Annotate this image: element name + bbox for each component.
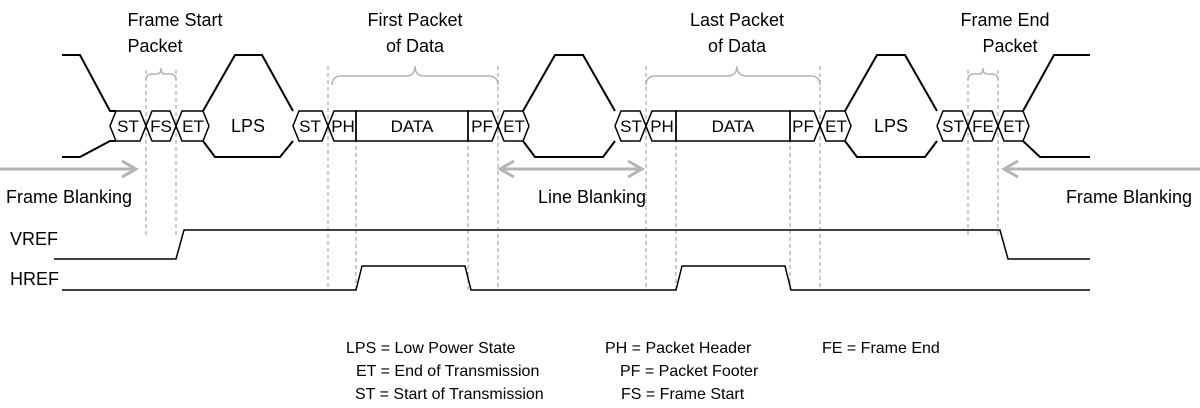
bus-left-upper — [62, 54, 116, 112]
href-label: HREF — [10, 269, 59, 289]
bus-right-lower — [1022, 140, 1090, 158]
brace-first-packet — [331, 65, 499, 86]
cell-st-2-shape — [292, 110, 329, 142]
legend-ph: PH = Packet Header — [605, 340, 752, 357]
last-packet-label-line2: of Data — [708, 36, 767, 56]
cell-ph-2-label: PH — [650, 117, 674, 136]
cell-pf-1-label: PF — [471, 117, 493, 136]
cell-et-3-label: ET — [825, 117, 847, 136]
cell-et-4-label: ET — [1003, 117, 1025, 136]
lps-2-upper — [522, 54, 616, 112]
bus-left-lower — [62, 140, 116, 158]
frame-start-label-line1: Frame Start — [127, 10, 222, 30]
first-packet-label-line1: First Packet — [367, 10, 462, 30]
frame-blanking-right-arrow — [1000, 159, 1200, 179]
cell-st-2-label: ST — [299, 117, 321, 136]
cell-st-shape — [109, 110, 147, 142]
cell-et-2-label: ET — [503, 117, 525, 136]
legend-et: ET = End of Transmission — [356, 363, 539, 380]
cell-st-4-label: ST — [942, 117, 964, 136]
legend-st: ST = Start of Transmission — [355, 386, 544, 403]
cell-fs-shape — [145, 110, 177, 142]
cell-data-2-label: DATA — [712, 117, 755, 136]
cell-st-4-shape — [936, 110, 969, 142]
frame-end-label-line2: Packet — [982, 36, 1037, 56]
lps-1-lower — [202, 140, 294, 158]
cell-et-label: ET — [182, 117, 204, 136]
cell-fe-shape — [967, 110, 999, 142]
lps-1-upper — [202, 54, 294, 112]
cell-ph-1-shape — [327, 110, 357, 142]
line-blanking-arrow — [496, 159, 646, 179]
lps-1-label: LPS — [231, 116, 265, 136]
cell-data-1-label: DATA — [391, 117, 434, 136]
lps-3-lower — [844, 140, 938, 158]
frame-start-label-line2: Packet — [127, 36, 182, 56]
cell-pf-2-label: PF — [792, 117, 814, 136]
legend-lps: LPS = Low Power State — [346, 340, 516, 357]
vref-label: VREF — [10, 229, 58, 249]
cell-st-3-label: ST — [620, 117, 642, 136]
bus-right-upper — [1022, 54, 1090, 112]
href-waveform — [62, 265, 1090, 291]
lps-3-label: LPS — [874, 116, 908, 136]
first-packet-label-line2: of Data — [386, 36, 445, 56]
cell-pf-2-shape — [789, 110, 821, 142]
cell-fs-label: FS — [150, 117, 172, 136]
frame-blanking-left-arrow — [0, 159, 140, 179]
cell-ph-2-shape — [645, 110, 677, 142]
cell-pf-1-shape — [467, 110, 499, 142]
frame-blanking-left-label: Frame Blanking — [6, 187, 132, 207]
brace-frame-start — [145, 67, 177, 81]
lps-3-upper — [844, 54, 938, 112]
frame-blanking-right-label: Frame Blanking — [1066, 187, 1192, 207]
brace-frame-end — [967, 67, 999, 81]
cell-ph-1-label: PH — [331, 117, 355, 136]
last-packet-label-line1: Last Packet — [690, 10, 784, 30]
legend-fs: FS = Frame Start — [621, 386, 745, 403]
cell-fe-label: FE — [972, 117, 994, 136]
cell-st-3-shape — [614, 110, 647, 142]
vref-waveform — [54, 229, 1090, 260]
brace-last-packet — [645, 65, 821, 86]
line-blanking-label: Line Blanking — [538, 187, 646, 207]
cell-st-label: ST — [117, 117, 139, 136]
lps-2-lower — [522, 140, 616, 158]
legend-pf: PF = Packet Footer — [620, 363, 759, 380]
legend-fe: FE = Frame End — [822, 340, 940, 357]
frame-end-label-line1: Frame End — [960, 10, 1049, 30]
